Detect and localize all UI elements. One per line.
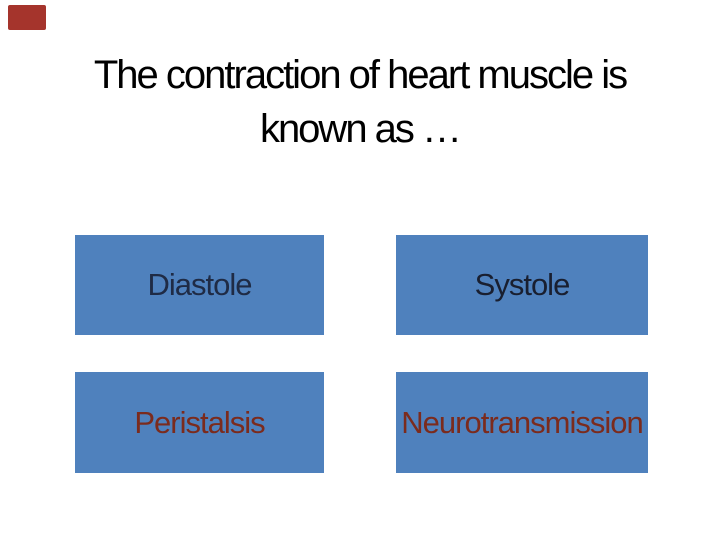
answer-option-peristalsis[interactable]: Peristalsis bbox=[75, 372, 324, 473]
answer-label: Diastole bbox=[147, 267, 253, 302]
answer-label: Neurotransmission bbox=[401, 404, 643, 440]
red-rectangle-shape bbox=[8, 5, 46, 30]
answer-label: Peristalsis bbox=[134, 404, 265, 440]
title-line-2: known as … bbox=[259, 107, 462, 151]
title-line-1: The contraction of heart muscle is bbox=[93, 53, 628, 97]
slide-title: The contraction of heart muscle is known… bbox=[0, 48, 720, 156]
answer-option-diastole[interactable]: Diastole bbox=[75, 235, 324, 335]
answer-option-systole[interactable]: Systole bbox=[396, 235, 648, 335]
answer-label: Systole bbox=[474, 267, 571, 302]
answer-option-neurotransmission[interactable]: Neurotransmission bbox=[396, 372, 648, 473]
